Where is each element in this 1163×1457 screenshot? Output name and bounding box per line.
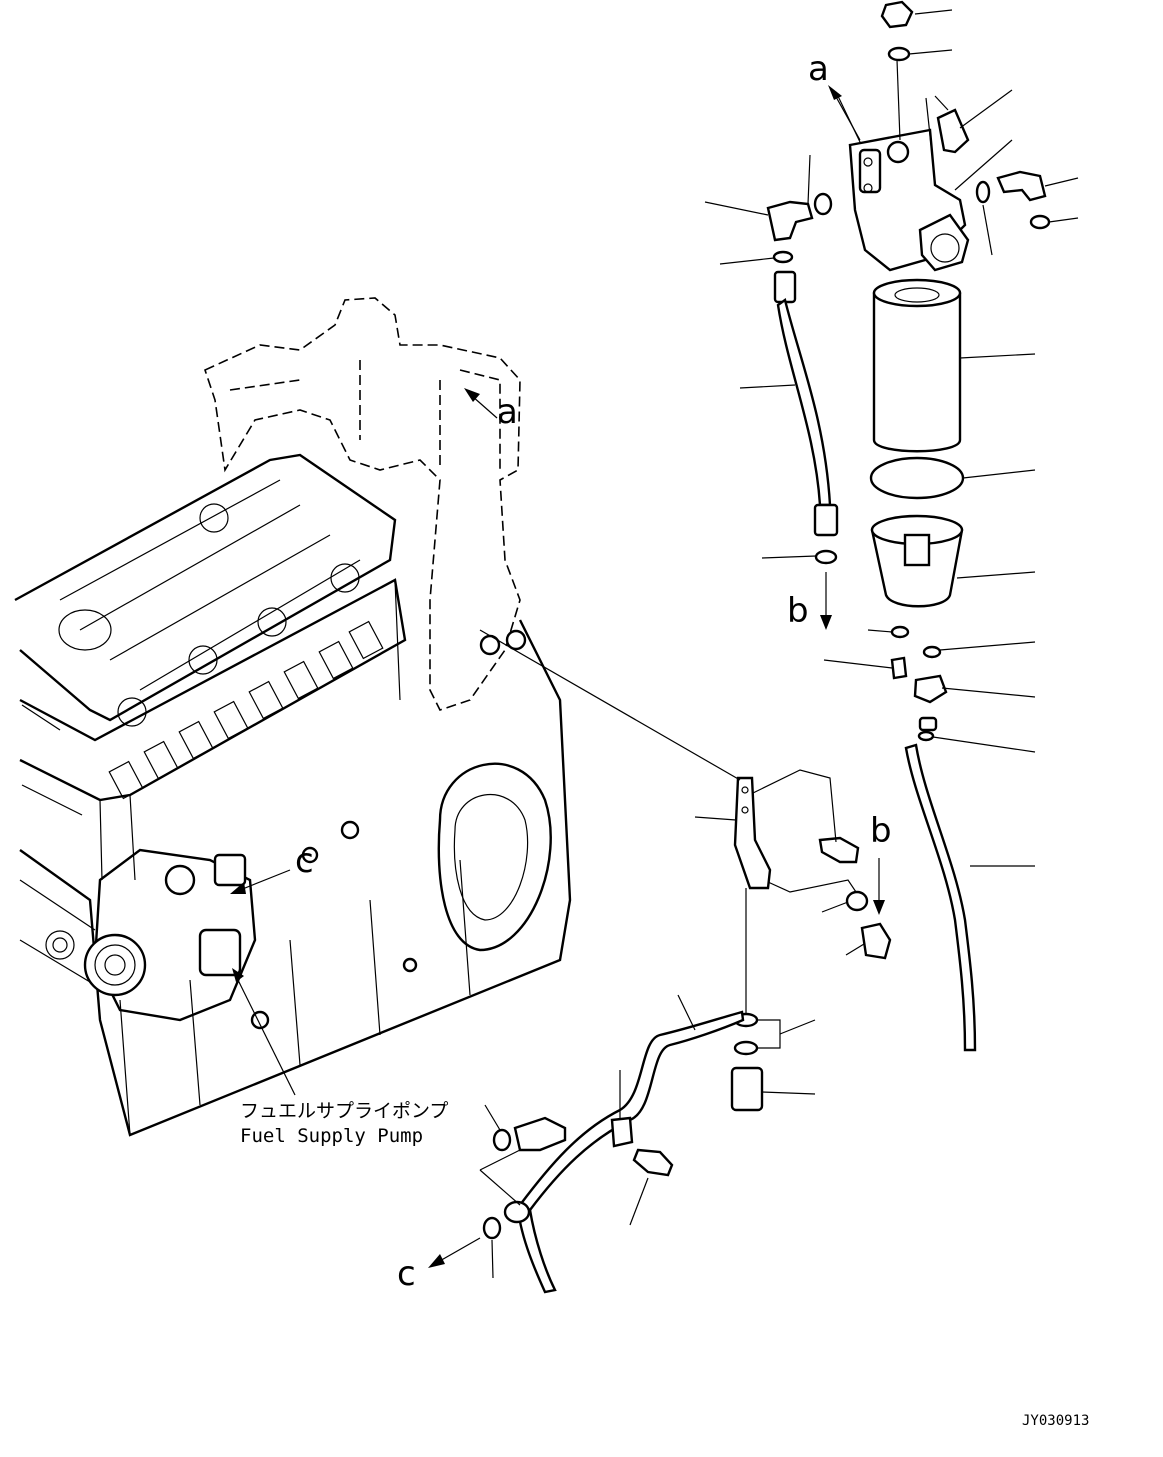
water-separator-bowl [870,514,964,608]
fuel-hose [773,270,839,565]
o-ring-right-small [1029,214,1051,230]
washer-lower-left [492,1128,512,1152]
drawing-number: JY030913 [1022,1413,1089,1429]
arrow-pump-label [232,968,244,982]
air-bleed-fitting [860,922,892,960]
drain-tube [904,743,977,1052]
arrow-c-pump [230,882,246,894]
filter-gasket [869,456,965,500]
pump-label-jp: フュエルサプライポンプ [240,1100,448,1122]
elbow-fitting-right [996,170,1047,202]
banjo-fitting-lower [513,1116,567,1152]
o-ring-bowl-right [922,645,942,659]
bracket-bolt [818,836,860,864]
o-ring-right [975,180,991,204]
drain-plug [890,656,908,680]
leader-lines [479,9,1079,1279]
drain-valve [913,674,948,704]
engine-block [14,297,572,1137]
fuel-supply-pump [45,848,257,1022]
arrow-b-right [873,900,885,915]
callout-b-right: b [870,811,892,851]
manifold-ports [108,620,384,800]
injector-bosses [58,503,360,727]
callout-arrows [21,85,885,1268]
o-ring-hose-end [814,549,838,565]
washer-bottom [482,1216,502,1240]
callout-c-bottom: c [397,1254,416,1294]
callout-c-pump: c [295,841,314,881]
fuel-pipe [518,1010,745,1212]
arrow-a-engine [464,388,480,402]
washer-lower [733,1040,759,1056]
timing-cover [19,762,552,986]
drain-tip [918,716,938,732]
vent-plug [880,0,914,29]
arrow-a-top [828,85,842,100]
arrow-c-bottom [428,1254,445,1268]
arrow-b-left [820,615,832,630]
callout-b-left: b [787,591,809,631]
elbow-fitting-left [766,200,814,242]
plug-cap [845,890,869,912]
o-ring-left [813,192,833,216]
banjo-bolt [936,108,970,154]
pipe-clamp-bolt [632,1148,674,1177]
eye-bolt [730,1066,764,1112]
o-ring-left-small [772,250,794,264]
callout-a-engine: a [497,392,518,432]
block-bolts [250,629,527,1030]
filter-head-assembly [766,0,1051,272]
mounting-bracket [733,776,772,890]
filter-cartridge [872,278,962,453]
callout-a-top: a [808,49,829,89]
o-ring-top [887,46,911,62]
pump-label-en: Fuel Supply Pump [240,1125,423,1147]
o-ring-bowl-left [890,625,910,639]
